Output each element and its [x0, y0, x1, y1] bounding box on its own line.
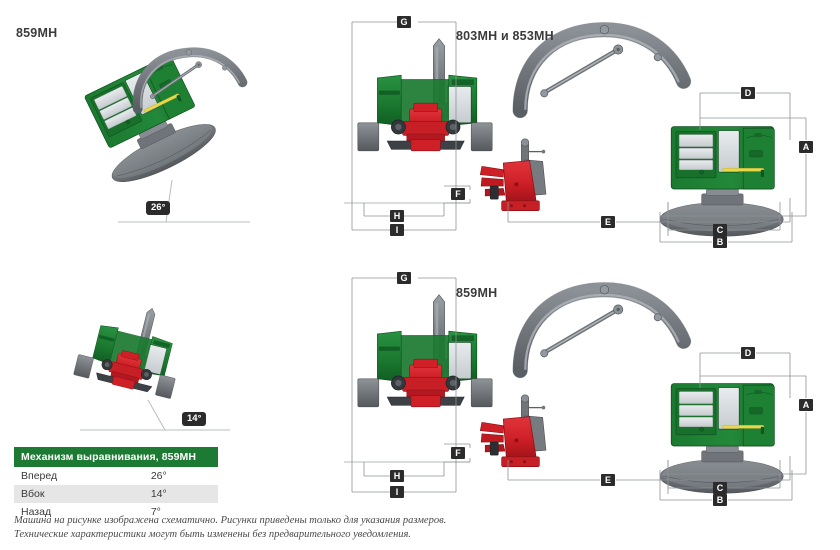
angle-badge-forward: 26° [146, 201, 171, 215]
dimension-lines-top-front [344, 21, 471, 231]
spec-label-forward: Вперед [21, 470, 58, 482]
spec-value-back: 7° [150, 506, 161, 518]
illustration-front-bottom [357, 294, 493, 408]
spec-table-row: Назад 7° [14, 503, 218, 521]
illustration-tilt-side [73, 293, 230, 431]
illustration-side-bottom [479, 285, 784, 494]
dim-marker-top-front-f: F [451, 188, 465, 200]
dim-marker-bottom-side-e: E [601, 474, 615, 486]
dim-marker-top-front-g: G [397, 16, 411, 28]
model-label-top-center: 803MH и 853MH [456, 29, 554, 43]
illustration-front-top [357, 38, 493, 152]
model-label-bottom-center: 859MH [456, 286, 498, 300]
dim-marker-bottom-front-g: G [397, 272, 411, 284]
dim-marker-top-side-e: E [601, 216, 615, 228]
dim-marker-bottom-front-f: F [451, 447, 465, 459]
dim-marker-bottom-side-c: C [713, 482, 727, 494]
dim-marker-top-side-d: D [741, 87, 755, 99]
spec-table-header-row: Механизм выравнивания, 859MH [14, 447, 218, 467]
disclaimer-line-2: Технические характеристики могут быть из… [14, 528, 412, 540]
dim-marker-bottom-front-i: I [390, 486, 404, 498]
spec-label-back: Назад [21, 506, 52, 518]
angle-badge-side: 14° [182, 412, 207, 426]
spec-table-title: Механизм выравнивания, 859MH [14, 447, 218, 467]
disclaimer-footnote: Машина на рисунке изображена схематично.… [14, 514, 514, 541]
dim-marker-top-side-c: C [713, 224, 727, 236]
dim-marker-top-front-h: H [390, 210, 404, 222]
dim-marker-bottom-front-h: H [390, 470, 404, 482]
leveling-spec-table: Механизм выравнивания, 859MH Вперед 26° … [14, 447, 218, 521]
spec-table-row: Вперед 26° [14, 467, 218, 485]
illustration-side-top [479, 25, 784, 237]
dimension-lines-top-side [507, 92, 807, 243]
model-label-top-left: 859MH [16, 26, 58, 40]
dimension-lines-bottom-front [344, 277, 471, 493]
spec-value-side: 14° [150, 488, 167, 500]
dim-marker-bottom-side-a: A [799, 399, 813, 411]
dim-marker-bottom-side-b: B [713, 494, 727, 506]
dim-marker-top-side-a: A [799, 141, 813, 153]
spec-table-row: Вбок 14° [14, 485, 218, 503]
dim-marker-bottom-side-d: D [741, 347, 755, 359]
spec-label-side: Вбок [21, 488, 45, 500]
dimension-lines-bottom-side [507, 352, 807, 501]
dim-marker-top-front-i: I [390, 224, 404, 236]
dim-marker-top-side-b: B [713, 236, 727, 248]
disclaimer-line-1: Машина на рисунке изображена схематично.… [14, 515, 447, 526]
spec-value-forward: 26° [150, 470, 167, 482]
illustration-tilt-forward [74, 10, 250, 223]
